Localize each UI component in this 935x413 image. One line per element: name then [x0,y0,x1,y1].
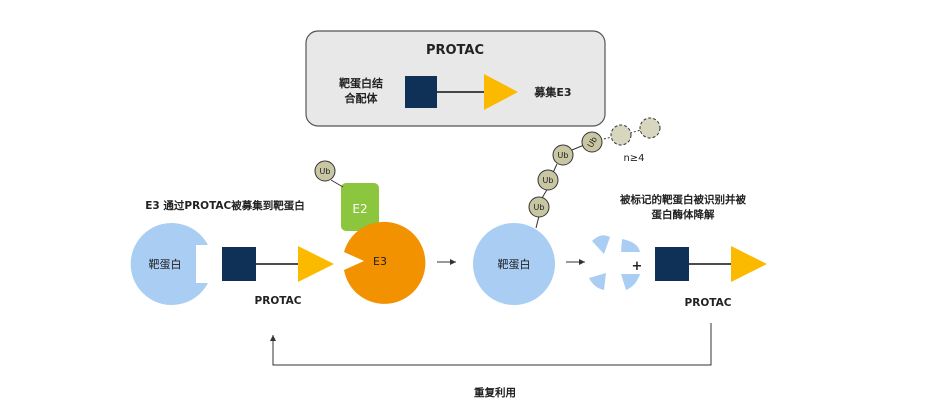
legend-title: PROTAC [426,43,484,58]
ub-bead-2 [537,169,559,191]
step2-target-protein: 靶蛋白 [473,223,555,305]
n-label: n≥4 [623,153,644,164]
svg-text:Ub: Ub [558,151,569,160]
step3-caption-line2: 蛋白酶体降解 [652,208,715,221]
legend-right-label: 募集E3 [533,85,571,99]
step2-target-label: 靶蛋白 [498,257,531,271]
e2-label: E2 [352,202,367,216]
ub-e2-link [330,179,344,188]
legend-left-label-line1: 靶蛋白结 [339,76,383,90]
svg-text:Ub: Ub [534,203,545,212]
e3-label: E3 [373,255,387,268]
ub-bead-3 [552,144,574,166]
ub-bead-dashed-1 [610,124,632,146]
legend-box: PROTAC 靶蛋白结 合配体 募集E3 [305,30,606,127]
ub-chain: Ub Ub Ub Ub n≥4 [528,117,661,229]
legend-left-label-line2: 合配体 [345,91,379,105]
step3-caption-line1: 被标记的靶蛋白被识别并被 [620,193,746,206]
e2-enzyme: E2 [341,183,379,231]
plus-sign: + [632,259,643,274]
e3-ligase: E3 [344,221,426,304]
step1-e3-ligand-triangle [298,246,334,282]
step1-target-protein: 靶蛋白 [130,223,208,305]
step1-protac-label: PROTAC [255,295,302,307]
degraded-fragments [589,235,640,290]
svg-text:Ub: Ub [543,176,554,185]
step3-ligand-square [655,247,689,281]
step3-protac-label: PROTAC [685,297,732,309]
svg-text:Ub: Ub [320,167,331,176]
step1-ligand-square [222,247,256,281]
step1-target-label: 靶蛋白 [149,257,182,271]
ub-bead-4 [581,131,603,153]
recycle-label: 重复利用 [474,386,516,399]
step3-e3-ligand-triangle [731,246,767,282]
ub-bead-dashed-2 [639,117,661,139]
step1-caption: E3 通过PROTAC被募集到靶蛋白 [145,199,305,212]
legend-e3-ligand-triangle [484,74,518,110]
recycle-arrow [270,323,712,366]
ub-on-e2: Ub [314,160,336,182]
legend-ligand-square [405,76,437,108]
ub-bead-1 [528,196,550,218]
